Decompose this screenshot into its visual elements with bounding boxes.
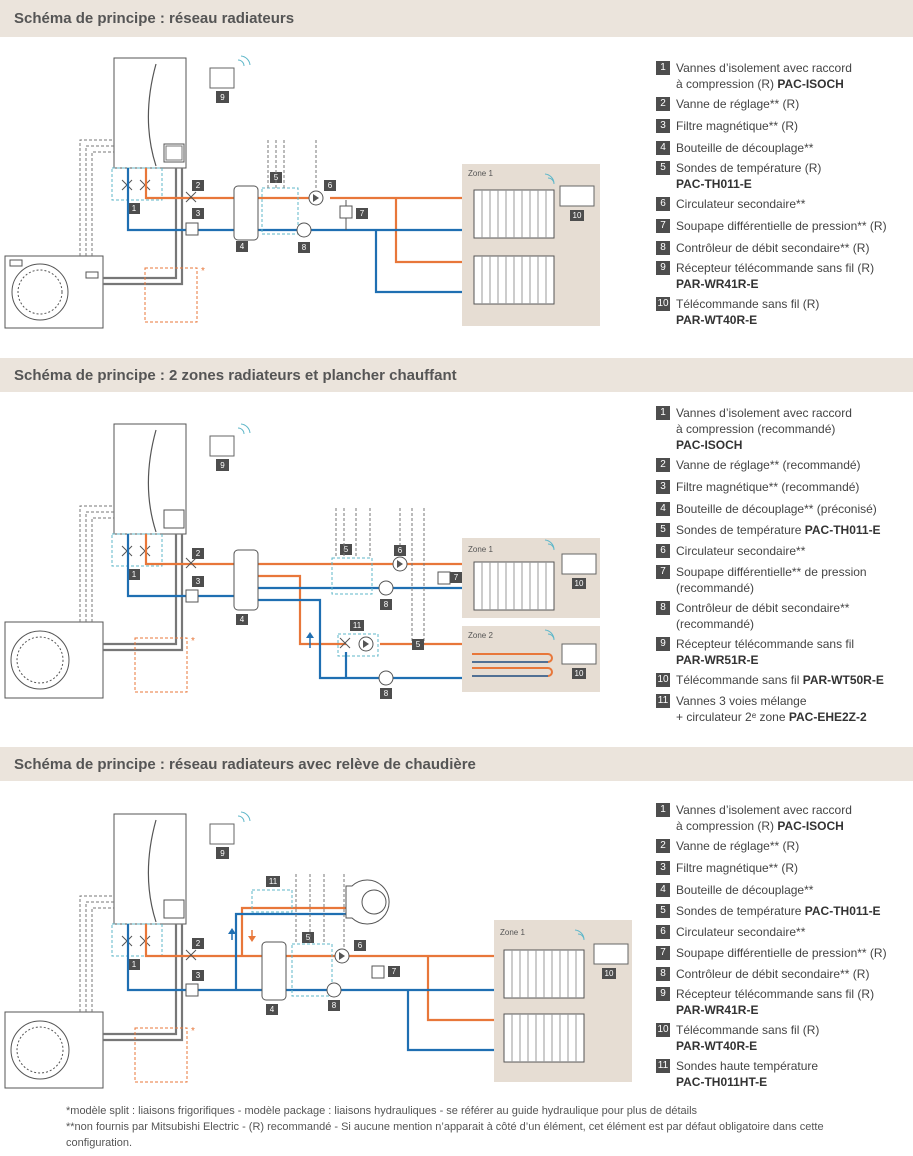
svg-text:*: *: [191, 636, 195, 647]
svg-text:*: *: [201, 266, 205, 277]
svg-text:5: 5: [416, 640, 421, 649]
svg-text:8: 8: [332, 1001, 337, 1010]
svg-text:10: 10: [605, 969, 614, 978]
svg-text:6: 6: [328, 181, 333, 190]
section-1-header: [0, 0, 913, 37]
receiver-9: [209, 67, 235, 89]
svg-text:4: 4: [270, 1005, 275, 1014]
svg-text:1: 1: [132, 204, 137, 213]
svg-text:6: 6: [398, 546, 403, 555]
svg-text:9: 9: [220, 93, 225, 102]
section-3-diagram: 9 * 1 4 2 3 11 5 6 8 7 Zone 1 10: [4, 811, 632, 1089]
svg-text:8: 8: [384, 600, 389, 609]
footnotes: *modèle split : liaisons frigorifiques -…: [66, 1103, 886, 1151]
section-1-title: Schéma de principe : réseau radiateurs: [14, 10, 295, 27]
svg-text:10: 10: [575, 669, 584, 678]
svg-text:10: 10: [573, 211, 582, 220]
svg-text:10: 10: [575, 579, 584, 588]
svg-text:5: 5: [344, 545, 349, 554]
svg-text:Zone 1: Zone 1: [468, 545, 493, 554]
svg-text:11: 11: [269, 877, 278, 886]
section-2-title: Schéma de principe : 2 zones radiateurs …: [14, 367, 457, 384]
svg-text:4: 4: [240, 242, 245, 251]
svg-text:1: 1: [132, 960, 137, 969]
footnote-1: *modèle split : liaisons frigorifiques -…: [66, 1105, 698, 1117]
indoor-unit-curve: [147, 63, 157, 167]
section-1-diagram: 9 * 1 4 2 3 5 6 7 8 Zone 1 10: [4, 55, 600, 329]
svg-text:11: 11: [353, 621, 362, 630]
svg-text:2: 2: [196, 939, 201, 948]
svg-text:Zone 1: Zone 1: [500, 928, 525, 937]
svg-text:9: 9: [220, 461, 225, 470]
section-3-title: Schéma de principe : réseau radiateurs a…: [14, 756, 476, 773]
svg-text:3: 3: [196, 577, 201, 586]
svg-text:4: 4: [240, 615, 245, 624]
svg-text:5: 5: [306, 933, 311, 942]
section-2-diagram: 9 * 1 4 2 3 5 6 8 7 11 5 8 Zone 1 10 Zon…: [4, 423, 600, 699]
svg-text:Zone 2: Zone 2: [468, 631, 493, 640]
svg-text:7: 7: [392, 967, 397, 976]
svg-text:7: 7: [360, 209, 365, 218]
svg-text:1: 1: [132, 570, 137, 579]
svg-text:9: 9: [220, 849, 225, 858]
section-2-header: [0, 358, 913, 392]
svg-text:6: 6: [358, 941, 363, 950]
svg-text:8: 8: [384, 689, 389, 698]
footnote-2: **non fournis par Mitsubishi Electric - …: [66, 1121, 824, 1149]
svg-text:Zone 1: Zone 1: [468, 169, 493, 178]
svg-text:3: 3: [196, 209, 201, 218]
outdoor-unit: [4, 255, 104, 329]
indoor-unit-screen: [163, 143, 185, 163]
svg-text:2: 2: [196, 549, 201, 558]
section-3-header: [0, 747, 913, 781]
decoupling-bottle: [233, 185, 259, 241]
svg-text:2: 2: [196, 181, 201, 190]
svg-text:3: 3: [196, 971, 201, 980]
svg-text:*: *: [191, 1026, 195, 1037]
svg-text:7: 7: [454, 573, 459, 582]
svg-text:8: 8: [302, 243, 307, 252]
